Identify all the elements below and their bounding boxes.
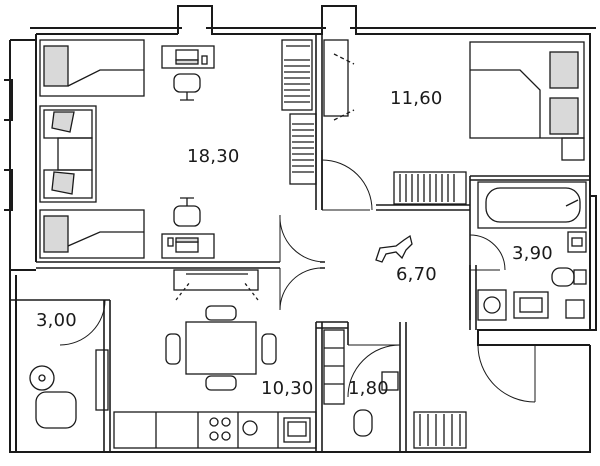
room-area-bedroom-left: 18,30 bbox=[187, 146, 240, 167]
wardrobe-right bbox=[323, 39, 467, 205]
wardrobe-left bbox=[281, 39, 317, 185]
interior-walls bbox=[10, 34, 590, 452]
room-area-balcony: 3,00 bbox=[36, 310, 77, 331]
room-area-bedroom-right: 11,60 bbox=[390, 88, 443, 109]
tv-cabinet bbox=[173, 269, 259, 301]
kitchen-counter bbox=[113, 329, 345, 449]
balcony-furniture bbox=[29, 349, 467, 449]
desk-bottom bbox=[161, 197, 215, 259]
doors bbox=[59, 159, 536, 403]
room-area-bathroom: 3,90 bbox=[512, 243, 553, 264]
room-area-kitchen: 10,30 bbox=[261, 378, 314, 399]
desk-top bbox=[161, 45, 215, 101]
room-area-hallway: 6,70 bbox=[396, 264, 437, 285]
sofa bbox=[39, 105, 97, 203]
dining-table bbox=[165, 305, 277, 391]
bed-top-left bbox=[39, 39, 145, 97]
wc-fixtures bbox=[353, 371, 399, 437]
bed-right bbox=[469, 41, 585, 161]
bed-bottom-left bbox=[39, 209, 145, 259]
room-area-wc: 1,80 bbox=[348, 378, 389, 399]
dog-icon bbox=[375, 234, 413, 263]
bathroom-fixtures bbox=[477, 231, 587, 321]
bathtub bbox=[477, 181, 587, 229]
